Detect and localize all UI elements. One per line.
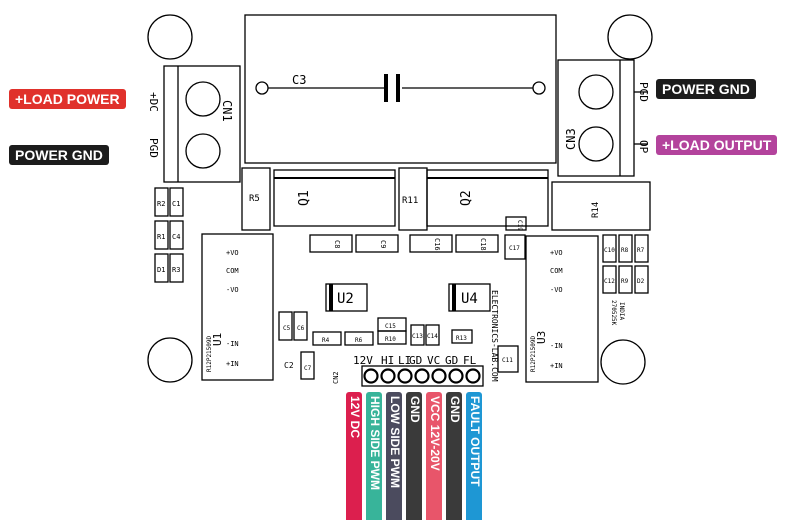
power-gnd-left-tag: POWER GND — [9, 145, 109, 165]
u1-part-label: R12P21509D — [206, 335, 213, 372]
c8-label: C8 — [333, 240, 341, 248]
u2-label: U2 — [337, 291, 354, 307]
q1-label: Q1 — [297, 190, 312, 206]
c3-outline — [244, 14, 557, 164]
c6-label: C6 — [297, 325, 305, 332]
u1-in-plus-label: +IN — [226, 360, 239, 368]
u1-label: U1 — [211, 333, 224, 346]
cn2-label: CN2 — [332, 371, 340, 384]
u3-part-label: R12P21509D — [530, 335, 537, 372]
u3-outline — [525, 235, 599, 383]
u3-label: U3 — [535, 331, 548, 344]
pgd-right-label: PGD — [637, 82, 650, 102]
c2-label: C2 — [284, 361, 294, 370]
u3-in-plus-label: +IN — [550, 362, 563, 370]
u1-vo-plus-label: +VO — [226, 249, 239, 257]
cn1-label: CN1 — [220, 100, 234, 122]
r4-label: R4 — [322, 337, 330, 344]
brand-label: ELECTRONICS-LAB.COM — [490, 290, 499, 382]
u4-label: U4 — [461, 291, 478, 307]
cn3-outline — [557, 59, 635, 177]
c14-label: C14 — [427, 333, 438, 340]
r11-label: R11 — [402, 196, 418, 206]
pin-li-label: LI — [398, 354, 411, 367]
q2-label: Q2 — [459, 190, 474, 206]
u3-com-label: COM — [550, 267, 563, 275]
mount-hole-bottom-right — [600, 339, 646, 385]
c11-label: C11 — [502, 357, 513, 364]
c3-label: C3 — [292, 73, 306, 87]
r8-label: R8 — [621, 247, 629, 254]
r5-label: R5 — [249, 194, 260, 204]
pin-gd2-label: GD — [445, 354, 458, 367]
c5-label: C5 — [283, 325, 291, 332]
load-output-tag: +LOAD OUTPUT — [656, 135, 778, 155]
u1-vo-minus-label: -VO — [226, 286, 239, 294]
pin-gd-label: GD — [409, 354, 422, 367]
u3-vo-minus-label: -VO — [550, 286, 563, 294]
c18-label: C18 — [479, 238, 487, 251]
op-label: OP — [637, 140, 650, 154]
r3-label: R3 — [172, 266, 180, 274]
power-gnd-right-tag: POWER GND — [656, 79, 756, 99]
r14-label: R14 — [591, 202, 601, 218]
india-label: INDIA — [618, 302, 625, 320]
c17-label: C17 — [509, 245, 520, 252]
cn3-label: CN3 — [564, 128, 578, 150]
mount-hole-bottom-left — [147, 337, 193, 383]
r2-label: R2 — [157, 200, 165, 208]
r10-label: R10 — [385, 336, 396, 343]
r1-label: R1 — [157, 233, 165, 241]
mount-hole-top-left — [147, 14, 193, 60]
d2-label: D2 — [637, 278, 645, 285]
pin-vc-label: VC — [427, 354, 440, 367]
c12-label: C12 — [604, 278, 615, 285]
r6-label: R6 — [355, 337, 363, 344]
pgd-left-label: PGD — [147, 138, 160, 158]
u3-vo-plus-label: +VO — [550, 249, 563, 257]
r9-label: R9 — [621, 278, 629, 285]
pin-label-high-side-pwm: HIGH SIDE PWM — [366, 392, 382, 520]
pin-label-gnd: GND — [406, 392, 422, 520]
pcb-number-label: 270525K — [610, 300, 617, 326]
load-power-tag: +LOAD POWER — [9, 89, 126, 109]
cn2-header-outline — [361, 365, 484, 387]
u1-outline — [201, 233, 274, 381]
c7-label: C7 — [304, 365, 312, 372]
c15-label: C15 — [385, 323, 396, 330]
u1-com-label: COM — [226, 267, 239, 275]
c10-label: C10 — [604, 247, 615, 254]
u1-in-minus-label: -IN — [226, 340, 239, 348]
d1-label: D1 — [157, 266, 165, 274]
c4-label: C4 — [172, 233, 180, 241]
c16-label: C16 — [433, 238, 441, 251]
u3-in-minus-label: -IN — [550, 342, 563, 350]
c13-label: C13 — [412, 333, 423, 340]
r7-label: R7 — [637, 247, 645, 254]
c1-label: C1 — [172, 200, 180, 208]
mount-hole-top-right — [607, 14, 653, 60]
cn1-outline — [163, 65, 241, 183]
pin-fl-label: FL — [463, 354, 477, 367]
c9-label: C9 — [379, 240, 387, 248]
pin-label-vcc: VCC 12V-20V — [426, 392, 442, 520]
pin-label-fault-output: FAULT OUTPUT — [466, 392, 482, 520]
c19-label: C19 — [516, 220, 523, 231]
dc-plus-label: +DC — [147, 92, 160, 112]
pin-hi-label: HI — [381, 354, 394, 367]
r13-label: R13 — [456, 335, 467, 342]
pin-12v-label: 12V — [353, 354, 373, 367]
pin-label-12v-dc: 12V DC — [346, 392, 362, 520]
pin-label-low-side-pwm: LOW SIDE PWM — [386, 392, 402, 520]
pin-label-gnd-2: GND — [446, 392, 462, 520]
